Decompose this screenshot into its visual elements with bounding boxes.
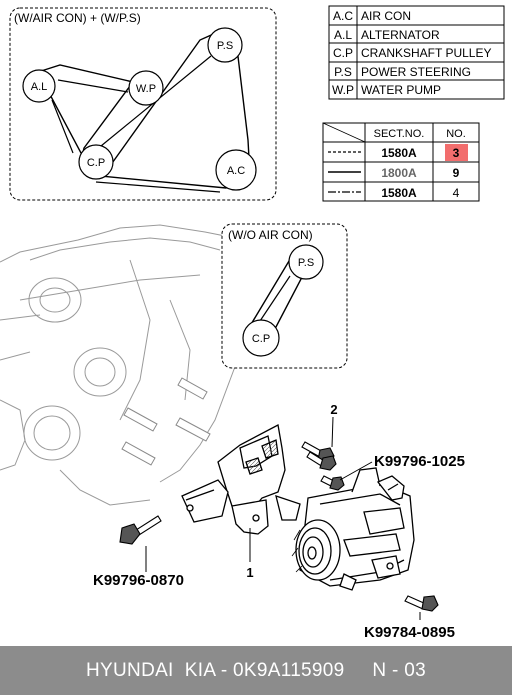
section-row-0-sect: 1580A [381, 146, 417, 160]
parts-diagram: (W/AIR CON) + (W/P.S) P.S A.L W.P C.P A.… [0, 5, 505, 641]
pulley-cp-label: C.P [87, 157, 105, 169]
callout-2: 2 [330, 402, 337, 417]
legend-name-1: ALTERNATOR [361, 28, 440, 42]
pulley-al: A.L [22, 69, 56, 103]
part-number-left: K99796-0870 [93, 572, 184, 589]
section-header-sect: SECT.NO. [374, 128, 425, 140]
belt-routing-panel-ac: (W/AIR CON) + (W/P.S) P.S A.L W.P C.P A.… [9, 7, 277, 201]
section-row-1-sect: 1800A [381, 166, 417, 180]
pulley-cp-2-label: C.P [252, 333, 270, 345]
bolt-upper-2 [306, 451, 337, 471]
engine-block [0, 224, 251, 506]
highlight-box [445, 144, 468, 161]
belt-routing-panel-no-ac: (W/O AIR CON) P.S C.P [221, 223, 348, 369]
section-row-1-no: 9 [453, 166, 460, 180]
legend-code-0: A.C [333, 9, 353, 23]
section-header-no: NO. [446, 128, 466, 140]
pulley-cp: C.P [78, 144, 114, 180]
belt-routing-no-ac-label: (W/O AIR CON) [228, 228, 313, 242]
section-row-2-no: 4 [453, 186, 460, 200]
legend-name-3: POWER STEERING [361, 65, 471, 79]
bolt-left [119, 515, 162, 545]
legend-name-0: AIR CON [361, 9, 411, 23]
legend-code-1: A.L [334, 28, 352, 42]
section-row-0-no: 3 [453, 146, 460, 160]
belt-routing-ac-label: (W/AIR CON) + (W/P.S) [14, 11, 141, 25]
pulley-cp-2: C.P [242, 319, 280, 357]
pulley-wp: W.P [128, 70, 164, 106]
legend-code-2: C.P [333, 46, 353, 60]
pulley-ps-label: P.S [217, 40, 233, 52]
part-number-upper: K99796-1025 [374, 453, 465, 470]
compressor-bracket [181, 424, 301, 535]
pulley-ps: P.S [207, 27, 243, 63]
legend-table: A.C AIR CON A.L ALTERNATOR C.P CRANKSHAF… [328, 5, 505, 100]
leader-lines [145, 416, 421, 620]
callout-1: 1 [246, 565, 253, 580]
ac-compressor [291, 467, 415, 591]
pulley-wp-label: W.P [136, 83, 156, 95]
legend-name-4: WATER PUMP [361, 83, 441, 97]
mounting-studs [121, 377, 211, 466]
pulley-ps-2-label: P.S [298, 257, 314, 269]
legend-code-4: W.P [332, 83, 354, 97]
belt-inner [51, 55, 221, 193]
pulley-ac-label: A.C [227, 165, 245, 177]
bolt-lower [404, 595, 439, 612]
footer-text: HYUNDAI KIA - 0K9A115909 N - 03 [86, 659, 426, 681]
part-number-lower: K99784-0895 [364, 624, 455, 641]
pulley-al-label: A.L [31, 81, 48, 93]
section-table: SECT.NO. NO. 1580A 3 1800A 9 1580A 4 [322, 122, 480, 202]
bolt-upper-3 [320, 475, 345, 491]
legend-name-2: CRANKSHAFT PULLEY [361, 46, 491, 60]
pulley-ac: A.C [215, 149, 257, 191]
legend-code-3: P.S [334, 65, 352, 79]
section-row-2-sect: 1580A [381, 186, 417, 200]
pulley-ps-2: P.S [288, 244, 324, 280]
footer-bar: HYUNDAI KIA - 0K9A115909 N - 03 [0, 646, 512, 695]
